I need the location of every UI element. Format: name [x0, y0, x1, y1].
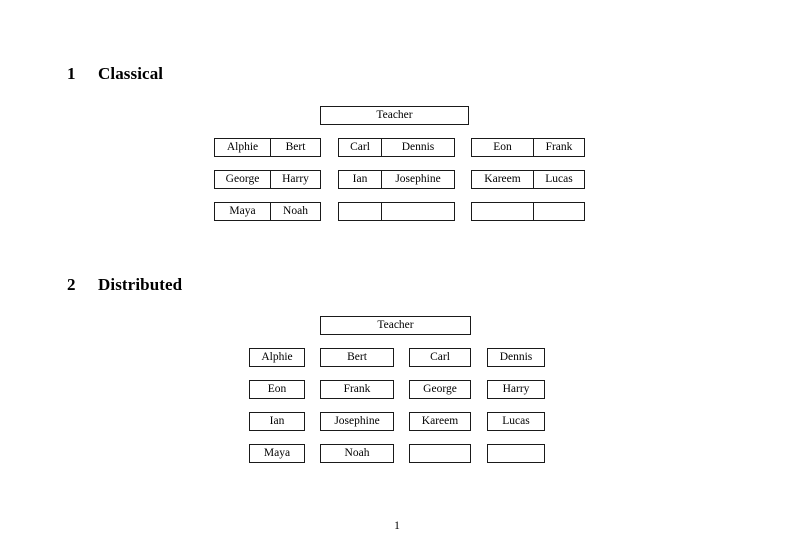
student-box: Dennis	[487, 348, 545, 367]
student-cell: Lucas	[533, 171, 584, 188]
group-spacer	[455, 202, 471, 234]
student-cell-empty	[339, 203, 381, 220]
classical-group-1-row-1: Alphie Bert	[214, 138, 321, 157]
classical-teacher-box: Teacher	[320, 106, 469, 125]
student-box: Noah	[320, 444, 394, 463]
group-spacer	[321, 138, 338, 170]
student-box: Carl	[409, 348, 471, 367]
student-box-empty	[409, 444, 471, 463]
student-box: Josephine	[320, 412, 394, 431]
group-spacer	[455, 138, 471, 170]
student-box: Alphie	[249, 348, 305, 367]
section-heading-classical: 1 Classical	[67, 64, 163, 84]
classical-group-2-row-3	[338, 202, 455, 221]
distributed-student-grid: Alphie Bert Carl Dennis Eon Frank George…	[249, 348, 545, 476]
classical-grid-row: George Harry Ian Josephine Kareem Lucas	[214, 170, 585, 202]
student-cell-empty	[381, 203, 454, 220]
distributed-teacher-box: Teacher	[320, 316, 471, 335]
student-box: Maya	[249, 444, 305, 463]
student-box: Ian	[249, 412, 305, 431]
student-box: George	[409, 380, 471, 399]
classical-teacher-row: Teacher	[320, 106, 469, 125]
student-cell: Eon	[493, 140, 512, 153]
classical-group-2-row-1: Carl Dennis	[338, 138, 455, 157]
student-cell: Carl	[350, 140, 370, 153]
student-box: Frank	[320, 380, 394, 399]
student-cell: Alphie	[226, 140, 259, 153]
distributed-grid-row: Maya Noah	[249, 444, 545, 476]
section-heading-distributed: 2 Distributed	[67, 275, 182, 295]
group-spacer	[321, 170, 338, 202]
classical-group-2-row-2: Ian Josephine	[338, 170, 455, 189]
student-box: Lucas	[487, 412, 545, 431]
student-box: Eon	[249, 380, 305, 399]
student-cell: George	[225, 172, 260, 185]
distributed-grid-row: Alphie Bert Carl Dennis	[249, 348, 545, 380]
classical-group-3-row-1: Eon Frank	[471, 138, 585, 157]
distributed-grid-row: Ian Josephine Kareem Lucas	[249, 412, 545, 444]
section-title: Classical	[98, 64, 164, 83]
student-cell: Noah	[270, 203, 320, 220]
classical-group-1-row-2: George Harry	[214, 170, 321, 189]
section-number: 1	[67, 64, 76, 83]
classical-student-grid: Alphie Bert Carl Dennis Eon Frank George…	[214, 138, 585, 234]
student-cell: Dennis	[381, 139, 454, 156]
student-cell-empty	[533, 203, 584, 220]
classical-group-3-row-2: Kareem Lucas	[471, 170, 585, 189]
page-number: 1	[394, 520, 400, 532]
student-cell: Josephine	[381, 171, 454, 188]
student-box-empty	[487, 444, 545, 463]
classical-group-3-row-3	[471, 202, 585, 221]
student-cell: Ian	[352, 172, 368, 185]
distributed-grid-row: Eon Frank George Harry	[249, 380, 545, 412]
student-box: Kareem	[409, 412, 471, 431]
teacher-label: Teacher	[376, 108, 413, 121]
teacher-label: Teacher	[377, 318, 414, 331]
student-cell: Bert	[270, 139, 320, 156]
student-cell: Frank	[533, 139, 584, 156]
student-box: Harry	[487, 380, 545, 399]
student-box: Bert	[320, 348, 394, 367]
classical-group-1-row-3: Maya Noah	[214, 202, 321, 221]
group-spacer	[455, 170, 471, 202]
student-cell-empty	[472, 203, 533, 220]
group-spacer	[321, 202, 338, 234]
student-cell: Harry	[270, 171, 320, 188]
section-number: 2	[67, 275, 76, 294]
classical-grid-row: Alphie Bert Carl Dennis Eon Frank	[214, 138, 585, 170]
student-cell: Kareem	[484, 172, 521, 185]
classical-grid-row: Maya Noah	[214, 202, 585, 234]
section-title: Distributed	[98, 275, 183, 294]
distributed-teacher-row: Teacher	[320, 316, 471, 335]
student-cell: Maya	[229, 204, 256, 217]
